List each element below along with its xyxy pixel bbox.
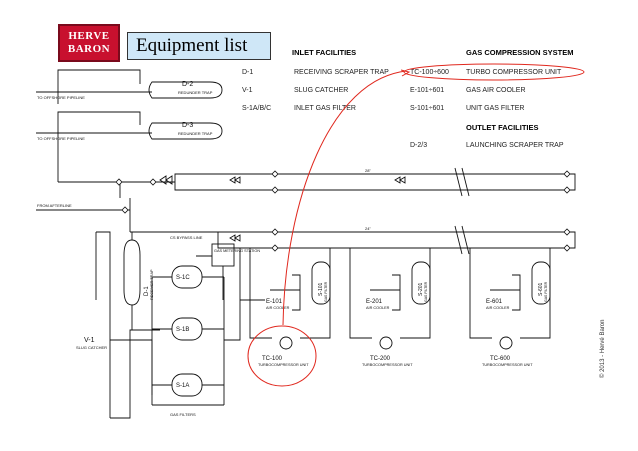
metering-station-label: GAS METERING STATION xyxy=(214,249,260,253)
gc-tag-1: TC-100÷600 xyxy=(410,69,449,76)
s101-label: S-101 xyxy=(318,282,324,296)
filter-manifold xyxy=(151,276,225,406)
outlet-line-1 xyxy=(36,69,152,104)
tc100-sublabel: TURBOCOMPRESSOR UNIT xyxy=(258,363,309,367)
v1-sublabel: SLUG CATCHER xyxy=(76,345,107,350)
highlight-connector xyxy=(282,70,407,326)
inlet-heading: INLET FACILITIES xyxy=(292,48,357,57)
metering-station-box xyxy=(211,243,235,267)
inlet-name-3: INLET GAS FILTER xyxy=(294,105,356,112)
gc-tag-3: S-101÷601 xyxy=(410,105,445,112)
d1-sublabel: RECEIVER TRAP xyxy=(150,269,154,300)
page-title: Equipment list xyxy=(127,32,271,60)
d3-sublabel: REDUNDER TRAP xyxy=(178,131,213,136)
outlet-tag-1: D-2/3 xyxy=(410,142,428,149)
inlet-name-2: SLUG CATCHER xyxy=(294,87,349,94)
filter-outlet-line xyxy=(224,248,265,341)
from-pipeline-label: FROM AFTERLINE xyxy=(37,203,72,208)
tc600-label: TC-600 xyxy=(490,356,511,362)
turbocompressor-tc100 xyxy=(279,336,293,350)
gas-filter-s201 xyxy=(411,261,431,305)
logo-line-2: BARON xyxy=(67,43,111,55)
inlet-tag-3: S-1A/B/C xyxy=(242,105,272,112)
receiver-trap-d1 xyxy=(123,239,141,306)
e201-label: E-201 xyxy=(366,299,383,305)
outlet-name-1: LAUNCHING SCRAPER TRAP xyxy=(466,142,564,149)
e101-label: E-101 xyxy=(266,299,283,305)
bypass-line-label: CS BYPASS LINE xyxy=(170,235,203,240)
metering-connection xyxy=(196,255,224,300)
s201-label: S-201 xyxy=(418,282,424,296)
highlight-annotations xyxy=(247,63,585,387)
e601-label: E-601 xyxy=(486,299,503,305)
s201-sublabel: GAS FILTER xyxy=(424,281,428,302)
s101-sublabel: GAS FILTER xyxy=(324,281,328,302)
highlight-arrowhead xyxy=(400,69,411,77)
d1-label: D-1 xyxy=(144,286,150,296)
s601-label: S-601 xyxy=(538,282,544,296)
header-28in-size: 28" xyxy=(365,168,371,173)
to-pipeline-label-2: TO OFFSHORE PIPELINE xyxy=(37,136,85,141)
valve-symbols xyxy=(159,175,406,242)
s1b-label: S-1B xyxy=(176,327,189,333)
air-cooler-e601 xyxy=(512,274,521,311)
outlet-heading: OUTLET FACILITIES xyxy=(466,123,539,132)
air-cooler-e101 xyxy=(292,274,301,311)
instrument-tags xyxy=(115,170,571,252)
incoming-line xyxy=(36,198,218,233)
gc-name-2: GAS AIR COOLER xyxy=(466,87,526,94)
gas-filter-s101 xyxy=(311,261,331,305)
d2-label: D-2 xyxy=(182,81,193,88)
header-breaks xyxy=(454,167,470,255)
inlet-name-1: RECEIVING SCRAPER TRAP xyxy=(294,69,389,76)
highlight-ellipse-tc100 xyxy=(247,325,317,387)
scraper-trap-d2 xyxy=(148,81,223,99)
header-28in xyxy=(174,173,576,191)
d3-label: D-3 xyxy=(182,122,193,129)
header-24in-size: 24" xyxy=(365,226,371,231)
gc-name-3: UNIT GAS FILTER xyxy=(466,105,525,112)
tc200-sublabel: TURBOCOMPRESSOR UNIT xyxy=(362,363,413,367)
e101-sublabel: AIR COOLER xyxy=(266,306,290,310)
s601-sublabel: GAS FILTER xyxy=(544,281,548,302)
logo-line-1: HERVE xyxy=(68,30,110,42)
e601-sublabel: AIR COOLER xyxy=(486,306,510,310)
gas-filter-s601 xyxy=(531,261,551,305)
air-cooler-e201 xyxy=(392,274,401,311)
outlet-line-2 xyxy=(36,111,152,182)
slug-catcher-v1 xyxy=(96,231,160,419)
gas-compression-heading: GAS COMPRESSION SYSTEM xyxy=(466,48,574,57)
inlet-tag-1: D-1 xyxy=(242,69,254,76)
to-pipeline-label-1: TO OFFSHORE PIPELINE xyxy=(37,95,85,100)
e201-sublabel: AIR COOLER xyxy=(366,306,390,310)
tc100-label: TC-100 xyxy=(262,356,283,362)
turbocompressor-tc600 xyxy=(499,336,513,350)
gas-filters-label: GAS FILTERS xyxy=(170,412,196,417)
d2-sublabel: REDUNDER TRAP xyxy=(178,90,213,95)
v1-label: V-1 xyxy=(84,337,95,344)
s1c-label: S-1C xyxy=(176,275,190,281)
inlet-tag-2: V-1 xyxy=(242,87,253,94)
turbocompressor-tc200 xyxy=(379,336,393,350)
gc-name-1: TURBO COMPRESSOR UNIT xyxy=(466,69,562,76)
tc200-label: TC-200 xyxy=(370,356,391,362)
herve-baron-logo: HERVE BARON xyxy=(58,24,120,62)
scraper-trap-d3 xyxy=(148,122,223,140)
gc-tag-2: E-101÷601 xyxy=(410,87,445,94)
s1a-label: S-1A xyxy=(176,383,189,389)
highlight-ellipse-table xyxy=(403,63,585,81)
tc600-sublabel: TURBOCOMPRESSOR UNIT xyxy=(482,363,533,367)
header-24in xyxy=(217,231,576,249)
outlet-header xyxy=(58,181,175,198)
